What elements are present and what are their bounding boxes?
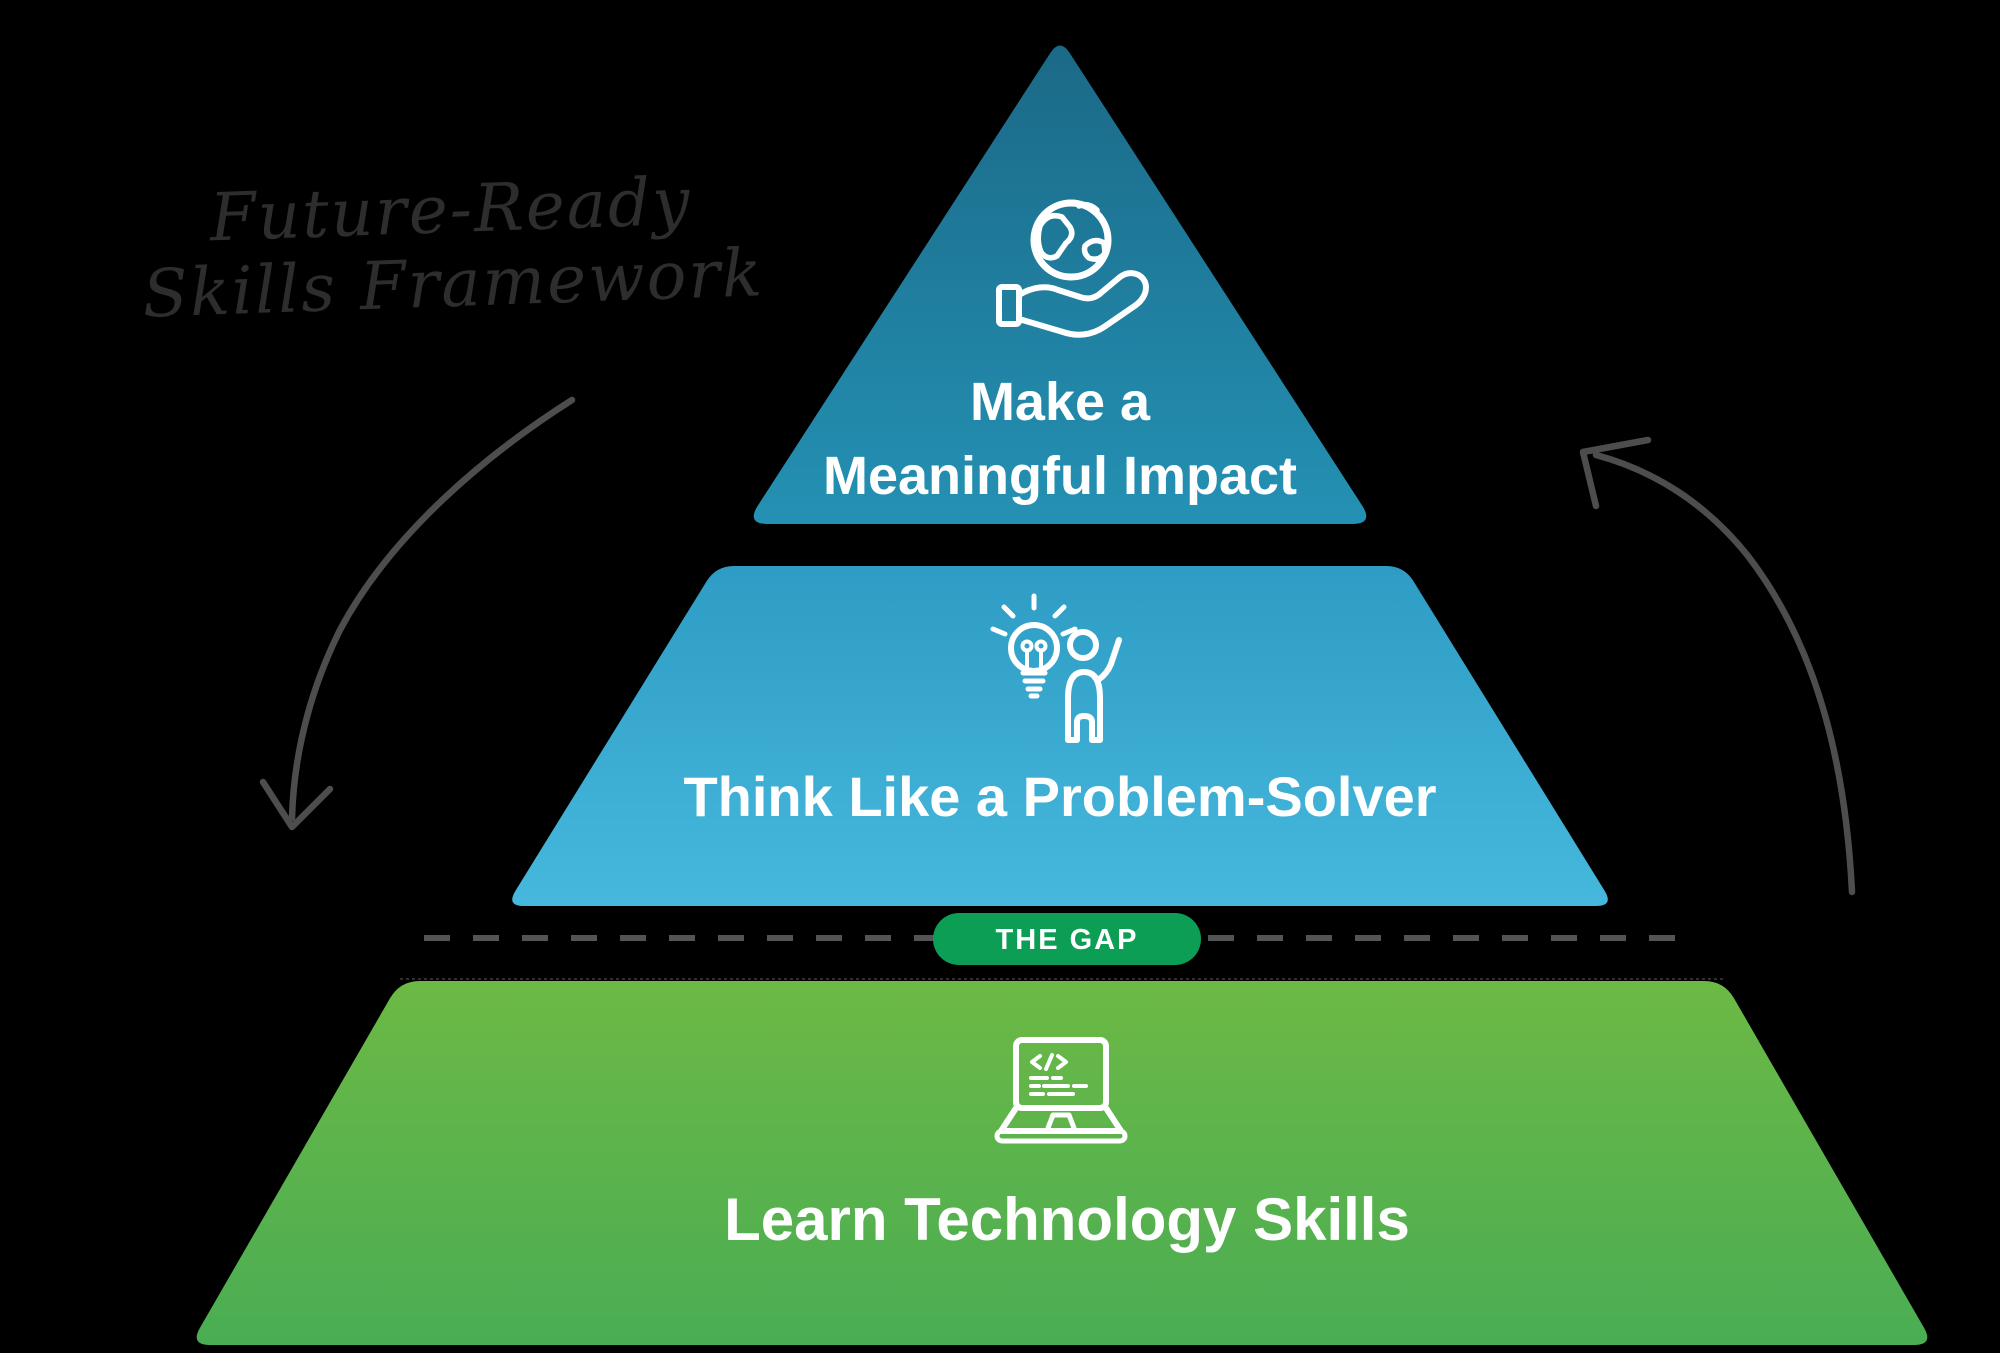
left-curved-arrow bbox=[259, 396, 576, 831]
level-technology: Learn Technology Skills bbox=[196, 978, 1928, 1345]
gap-divider: THE GAP bbox=[424, 913, 1690, 965]
level-1-label-line1: Make a bbox=[970, 372, 1151, 432]
middle-trapezoid-shape bbox=[512, 566, 1608, 906]
globe-circle bbox=[1030, 199, 1112, 281]
handwritten-title-line1: Future-Ready bbox=[207, 163, 692, 257]
right-arrow-shaft bbox=[1592, 451, 1856, 896]
left-arrow-head bbox=[259, 778, 334, 831]
laptop-notch bbox=[1045, 1112, 1077, 1131]
person-idea-bulb-icon bbox=[990, 593, 1122, 743]
bulb-base bbox=[1020, 670, 1048, 699]
globe-continents bbox=[1035, 201, 1108, 262]
laptop-code-brackets bbox=[1030, 1053, 1068, 1071]
level-1-label-line2: Meaningful Impact bbox=[823, 446, 1297, 506]
level-3-label: Learn Technology Skills bbox=[724, 1186, 1410, 1253]
level-2-label: Think Like a Problem-Solver bbox=[683, 765, 1436, 828]
level-make-impact: Make a Meaningful Impact bbox=[753, 45, 1367, 525]
hand-cuff bbox=[996, 284, 1022, 327]
bottom-trapezoid-shape bbox=[196, 981, 1928, 1345]
triangle-shape bbox=[753, 45, 1367, 525]
gap-badge bbox=[933, 913, 1201, 965]
right-arrow-head bbox=[1579, 436, 1652, 510]
bulb-filament-stems bbox=[1025, 649, 1043, 670]
person-raised-arm bbox=[1095, 637, 1122, 683]
laptop-code-icon bbox=[994, 1037, 1128, 1144]
person-head bbox=[1067, 629, 1099, 661]
bulb-rays bbox=[990, 593, 1078, 637]
gap-label: THE GAP bbox=[996, 924, 1139, 956]
hand-palm bbox=[1016, 270, 1149, 338]
level-problem-solver: Think Like a Problem-Solver bbox=[512, 566, 1608, 906]
person-body bbox=[1065, 669, 1103, 743]
laptop-code-lines bbox=[1029, 1076, 1088, 1096]
laptop-bottom-bar bbox=[994, 1128, 1128, 1144]
left-arrow-shaft bbox=[288, 396, 576, 822]
globe-in-hand-icon bbox=[996, 199, 1149, 338]
laptop-screen bbox=[1013, 1037, 1109, 1111]
right-curved-arrow bbox=[1579, 436, 1856, 896]
handwritten-title: Future-Ready Skills Framework bbox=[141, 163, 765, 333]
